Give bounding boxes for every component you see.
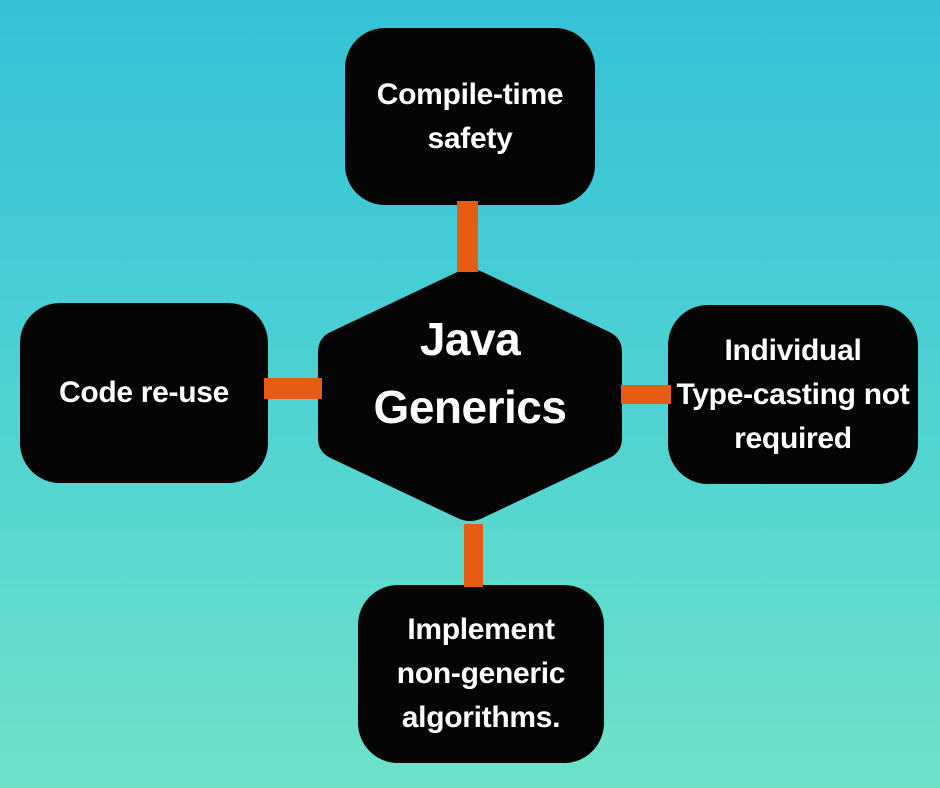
connector-right (621, 385, 671, 404)
node-typecasting-not-required: Individual Type-casting not required (668, 305, 918, 484)
node-code-reuse: Code re-use (20, 303, 268, 483)
node-label: Individual Type-casting not required (677, 329, 910, 461)
connector-left (264, 378, 322, 399)
node-label-line: Type-casting not (676, 377, 910, 411)
node-label-line: required (734, 421, 852, 455)
node-label: Code re-use (59, 371, 229, 415)
node-label: Compile-time safety (376, 73, 564, 161)
node-label-line: Compile-time (376, 77, 564, 111)
node-label-line: Individual (724, 333, 862, 367)
node-label-line: non-generic (396, 657, 566, 690)
center-node-label: Java Generics (318, 244, 622, 502)
hexagon-shape (318, 269, 622, 521)
node-label-line: algorithms. (401, 701, 561, 734)
node-compile-time-safety: Compile-time safety (345, 28, 595, 205)
node-label-line: Implement (407, 613, 555, 646)
node-non-generic-algorithms: Implement non-generic algorithms. (358, 585, 604, 763)
connector-top (457, 201, 478, 272)
node-label: Implement non-generic algorithms. (396, 608, 566, 740)
connector-bottom (464, 524, 483, 587)
center-label-line: Generics (373, 381, 567, 433)
node-label-line: safety (427, 121, 513, 155)
center-label-line: Java (419, 313, 521, 365)
node-label-line: Code re-use (58, 376, 230, 409)
